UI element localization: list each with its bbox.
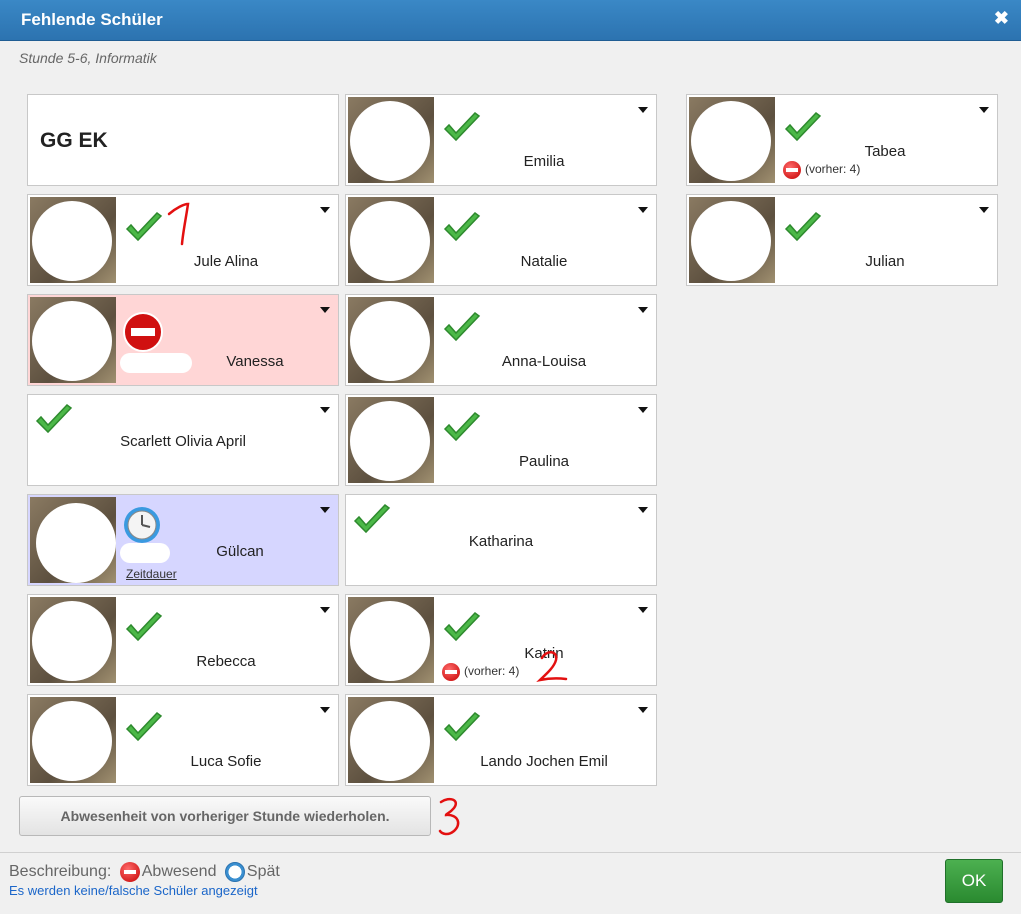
student-photo: [30, 597, 116, 683]
student-card-lando-jochen-emil[interactable]: Lando Jochen Emil: [345, 694, 657, 786]
student-name: Tabea: [864, 143, 906, 160]
dialog-title-bar: Fehlende Schüler ✖: [0, 0, 1021, 41]
student-card-anna-louisa[interactable]: Anna-Louisa: [345, 294, 657, 386]
student-card-guelcan[interactable]: Gülcan Zeitdauer: [27, 494, 339, 586]
check-icon: [784, 111, 822, 142]
student-name: Anna-Louisa: [501, 353, 587, 370]
legend-label: Beschreibung:: [9, 863, 112, 881]
chevron-down-icon[interactable]: [320, 207, 330, 213]
student-card-rebecca[interactable]: Rebecca: [27, 594, 339, 686]
duration-link[interactable]: Zeitdauer: [126, 567, 177, 581]
chevron-down-icon[interactable]: [638, 507, 648, 513]
group-label-card: GG EK: [27, 94, 339, 186]
check-icon: [443, 711, 481, 742]
previous-absence-text: (vorher: 4): [464, 664, 520, 679]
check-icon: [443, 611, 481, 642]
student-name: Scarlett Olivia April: [120, 433, 246, 450]
wrong-students-link[interactable]: Es werden keine/falsche Schüler angezeig…: [9, 883, 258, 898]
lesson-subtitle: Stunde 5-6, Informatik: [19, 50, 157, 66]
student-card-katharina[interactable]: Katharina: [345, 494, 657, 586]
student-card-katrin[interactable]: Katrin (vorher: 4): [345, 594, 657, 686]
student-photo: [348, 97, 434, 183]
student-photo: [348, 697, 434, 783]
absent-icon: [442, 663, 460, 681]
student-name: Rebecca: [196, 653, 256, 670]
check-icon: [125, 711, 163, 742]
chevron-down-icon[interactable]: [320, 307, 330, 313]
previous-absence-text: (vorher: 4): [805, 162, 861, 177]
student-name: Lando Jochen Emil: [480, 753, 608, 770]
student-name: Luca Sofie: [190, 753, 262, 770]
previous-absence: (vorher: 4): [783, 161, 991, 179]
student-name: Katrin: [524, 645, 564, 662]
student-photo: [30, 497, 116, 583]
check-icon: [353, 503, 391, 534]
chevron-down-icon[interactable]: [320, 507, 330, 513]
chevron-down-icon[interactable]: [638, 707, 648, 713]
repeat-absence-button[interactable]: Abwesenheit von vorheriger Stunde wieder…: [19, 796, 431, 836]
student-card-julian[interactable]: Julian: [686, 194, 998, 286]
student-name: Gülcan: [216, 543, 264, 560]
check-icon: [443, 211, 481, 242]
student-card-tabea[interactable]: Tabea (vorher: 4): [686, 94, 998, 186]
student-card-emilia[interactable]: Emilia: [345, 94, 657, 186]
student-name: Paulina: [518, 453, 570, 470]
student-name: Vanessa: [226, 353, 284, 370]
student-name: Katharina: [468, 533, 534, 550]
footer-divider: [0, 852, 1021, 853]
ok-button[interactable]: OK: [945, 859, 1003, 903]
student-photo: [30, 297, 116, 383]
check-icon: [443, 111, 481, 142]
student-card-luca-sofie[interactable]: Luca Sofie: [27, 694, 339, 786]
student-photo: [689, 197, 775, 283]
legend: Beschreibung: Abwesend Spät: [9, 862, 280, 882]
absent-icon: [123, 312, 163, 352]
legend-late-label: Spät: [246, 863, 280, 881]
student-name: Julian: [865, 253, 905, 270]
previous-absence: (vorher: 4): [442, 663, 519, 681]
chevron-down-icon[interactable]: [638, 207, 648, 213]
redacted-surname: [120, 543, 170, 563]
student-card-jule-alina[interactable]: Jule Alina: [27, 194, 339, 286]
check-icon: [784, 211, 822, 242]
check-icon: [35, 403, 73, 434]
chevron-down-icon[interactable]: [320, 407, 330, 413]
student-card-scarlett[interactable]: Scarlett Olivia April: [27, 394, 339, 486]
absent-icon: [119, 862, 140, 882]
dialog-title: Fehlende Schüler: [21, 10, 163, 29]
chevron-down-icon[interactable]: [638, 107, 648, 113]
student-card-vanessa[interactable]: Vanessa: [27, 294, 339, 386]
absent-icon: [783, 161, 801, 179]
legend-absent-label: Abwesend: [141, 863, 217, 881]
annotation-3: 3: [438, 797, 460, 836]
chevron-down-icon[interactable]: [320, 607, 330, 613]
student-name: Emilia: [523, 153, 565, 170]
student-photo: [348, 397, 434, 483]
redacted-surname: [120, 353, 192, 373]
student-photo: [689, 97, 775, 183]
check-icon: [125, 211, 163, 242]
student-photo: [30, 197, 116, 283]
chevron-down-icon[interactable]: [638, 307, 648, 313]
chevron-down-icon[interactable]: [638, 407, 648, 413]
chevron-down-icon[interactable]: [320, 707, 330, 713]
student-name: Jule Alina: [193, 253, 259, 270]
student-card-paulina[interactable]: Paulina: [345, 394, 657, 486]
check-icon: [125, 611, 163, 642]
student-card-natalie[interactable]: Natalie: [345, 194, 657, 286]
student-name: Natalie: [520, 253, 568, 270]
group-label: GG EK: [40, 129, 108, 152]
check-icon: [443, 411, 481, 442]
student-photo: [30, 697, 116, 783]
close-icon[interactable]: ✖: [993, 8, 1009, 28]
student-photo: [348, 297, 434, 383]
student-photo: [348, 197, 434, 283]
student-photo: [348, 597, 434, 683]
late-icon: [224, 862, 245, 882]
chevron-down-icon[interactable]: [979, 107, 989, 113]
clock-icon: [124, 507, 160, 543]
chevron-down-icon[interactable]: [979, 207, 989, 213]
chevron-down-icon[interactable]: [638, 607, 648, 613]
check-icon: [443, 311, 481, 342]
